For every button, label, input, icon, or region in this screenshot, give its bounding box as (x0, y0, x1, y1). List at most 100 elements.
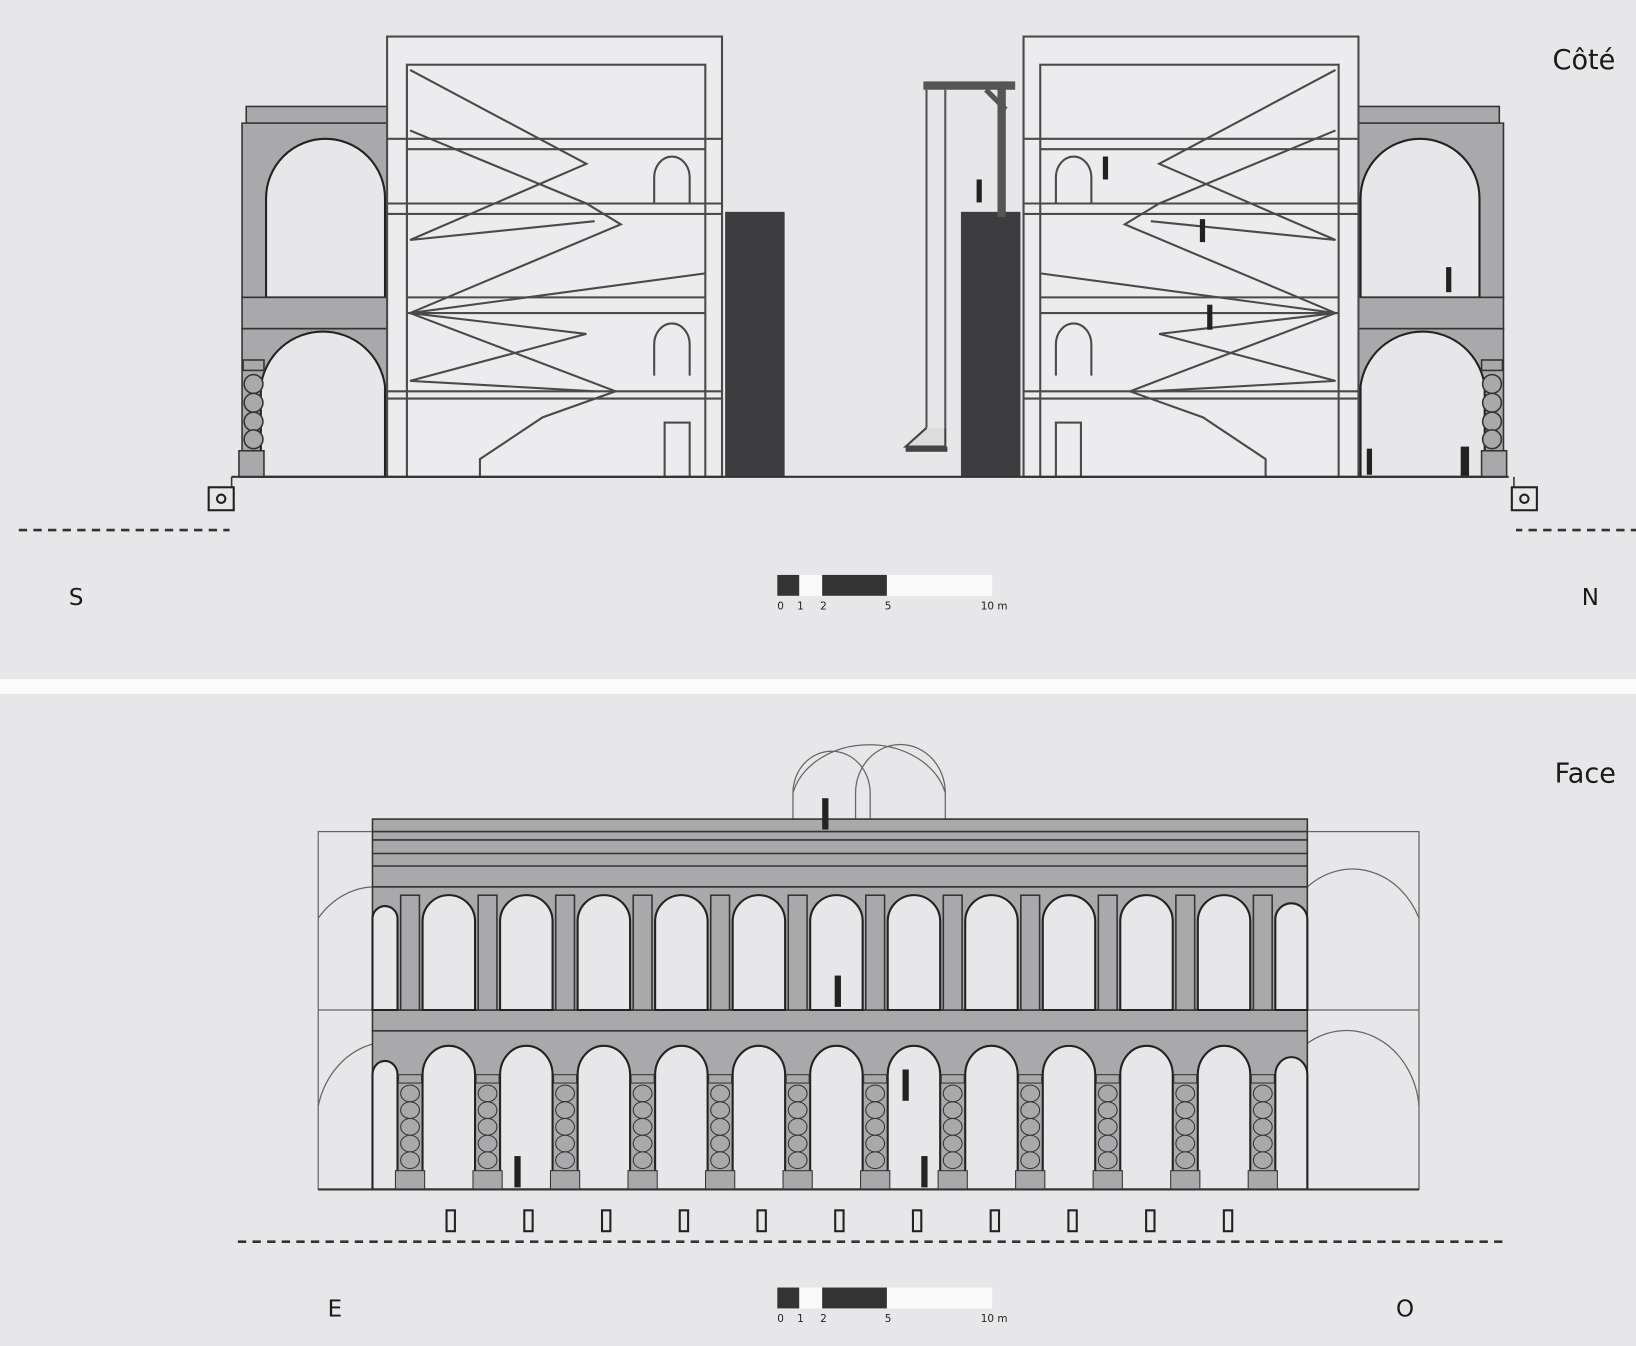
survey-marker (207, 486, 235, 512)
pier-marker (989, 1209, 1001, 1233)
scale-bar-segment (777, 574, 800, 596)
orientation-left-side: S (69, 585, 84, 611)
column-segment (787, 1101, 808, 1120)
twisted-column (1015, 1074, 1046, 1190)
upper-arch (809, 894, 864, 1012)
column-segment (1175, 1134, 1196, 1153)
column-segment (1097, 1134, 1118, 1153)
scale-bar-segment (822, 574, 887, 596)
column-segment (942, 1151, 963, 1170)
section-title-face: Face (1555, 759, 1616, 790)
front-elevation (237, 743, 1505, 1243)
floor-slab (241, 296, 388, 330)
column-segment (400, 1151, 420, 1170)
upper-column (709, 894, 731, 1011)
pier-marker (1067, 1209, 1078, 1233)
side-section (18, 35, 1636, 532)
arcade (371, 798, 1309, 1233)
column-segment (400, 1117, 420, 1136)
column-segment (400, 1134, 420, 1153)
scale-tick-label: 10 m (981, 600, 1008, 612)
column-segment (1020, 1084, 1041, 1103)
twisted-column (782, 1074, 813, 1190)
scale-tick-label: 2 (820, 600, 827, 612)
column-segment (477, 1117, 498, 1136)
scale-tick-label: 10 m (981, 1313, 1008, 1325)
lower-arch (654, 1044, 709, 1191)
pier-marker (834, 1209, 845, 1233)
pier-marker (523, 1209, 534, 1233)
human-figure (902, 1069, 909, 1101)
column-segment (400, 1084, 420, 1103)
scale-tick-label: 1 (797, 600, 804, 612)
column-segment (1020, 1151, 1041, 1170)
column-segment (942, 1084, 963, 1103)
column-base (937, 1170, 968, 1190)
scale-tick-label: 5 (885, 600, 892, 612)
column-segment (942, 1117, 963, 1136)
upper-arch (421, 894, 477, 1012)
column-segment (1097, 1084, 1118, 1103)
column-capital (553, 1074, 578, 1084)
column-base (627, 1170, 658, 1190)
upper-column (942, 894, 963, 1011)
twisted-column (394, 1074, 426, 1190)
upper-arch (1274, 902, 1309, 1012)
column-segment (787, 1151, 808, 1170)
column-segment (632, 1134, 653, 1153)
scale-bar-segment (822, 1287, 887, 1309)
lower-arch (371, 1059, 399, 1191)
upper-column (1252, 894, 1273, 1011)
column-base (1170, 1170, 1201, 1190)
column-segment (1252, 1151, 1273, 1170)
column-segment (555, 1134, 575, 1153)
upper-arch (499, 894, 554, 1012)
orientation-right-face: O (1396, 1297, 1414, 1323)
survey-marker-dot (215, 493, 227, 504)
pier-marker (911, 1209, 923, 1233)
upper-arch (371, 905, 399, 1012)
column-segment (1097, 1101, 1118, 1120)
lower-arch (1119, 1044, 1174, 1191)
upper-column (1097, 894, 1118, 1011)
human-figure (514, 1156, 521, 1188)
twisted-column (1247, 1074, 1278, 1190)
column-segment (477, 1151, 498, 1170)
column-segment (632, 1151, 653, 1170)
column-capital (1250, 1074, 1275, 1084)
lower-arch (809, 1044, 864, 1191)
human-figure (921, 1156, 928, 1188)
upper-arch (1196, 894, 1252, 1012)
twisted-column (705, 1074, 736, 1190)
section-separator (0, 679, 1636, 694)
column-segment (710, 1151, 731, 1170)
lower-arch (731, 1044, 787, 1191)
column-segment (555, 1101, 575, 1120)
lower-arch (1274, 1056, 1309, 1191)
column-segment (1097, 1117, 1118, 1136)
upper-column (554, 894, 576, 1011)
column-segment (942, 1134, 963, 1153)
column-segment (710, 1117, 731, 1136)
column-capital (1095, 1074, 1120, 1084)
pier-marker (1222, 1209, 1234, 1233)
twisted-column (1170, 1074, 1201, 1190)
upper-arch (265, 137, 387, 299)
stair-ramps (387, 69, 723, 478)
column-segment (710, 1134, 731, 1153)
column-base (549, 1170, 581, 1190)
column-segment (1020, 1117, 1041, 1136)
scale-tick-label: 5 (885, 1313, 892, 1325)
upper-column (787, 894, 808, 1011)
pier-marker (1145, 1209, 1156, 1233)
lower-arch (1041, 1044, 1097, 1191)
pier-marker (756, 1209, 767, 1233)
column-segment (555, 1117, 575, 1136)
column-capital (863, 1074, 888, 1084)
upper-column (1020, 894, 1041, 1011)
lower-arch (1196, 1044, 1252, 1191)
column-segment (1252, 1117, 1273, 1136)
lower-arch (421, 1044, 477, 1191)
